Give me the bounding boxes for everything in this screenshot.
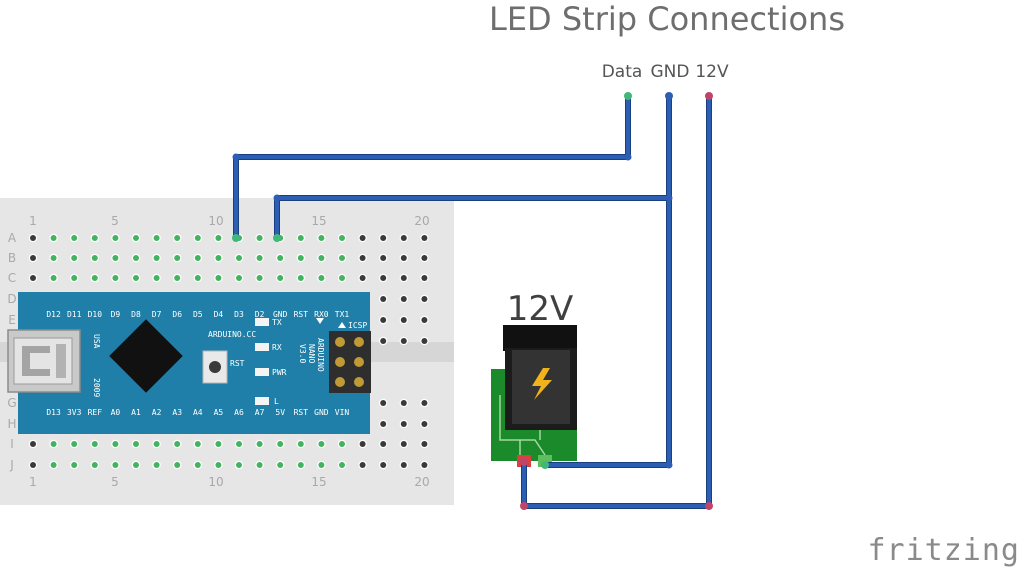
column-number: 20 [414, 214, 429, 228]
nano-top-pin-labels: D12 D11 D10 D9 D8 D7 D6 D5 D4 D3 D2 GND RST RX0 TX1 [46, 310, 349, 319]
row-letter: I [10, 437, 14, 451]
fritzing-logo: fritzing [868, 533, 1021, 568]
row-letter: D [7, 292, 16, 306]
column-number: 10 [208, 214, 223, 228]
wire-data [233, 96, 631, 238]
nano-pin-label: D11 [67, 310, 82, 319]
nano-pin-label: D5 [193, 310, 203, 319]
nano-pin-label: A3 [172, 408, 182, 417]
nano-pin-label: VIN [335, 408, 350, 417]
nano-pin-label: D4 [214, 310, 224, 319]
year-label: 2009 [92, 378, 101, 397]
column-number: 1 [29, 214, 37, 228]
breadboard-top-numbers: 1 5 10 15 20 [29, 214, 429, 228]
strip-label-12v: 12V [695, 62, 729, 82]
nano-pin-label: D2 [255, 310, 265, 319]
pwr-led [255, 368, 269, 376]
strip-label-gnd: GND [651, 62, 690, 82]
nano-pin-label: D13 [46, 408, 61, 417]
wire-12v [521, 96, 712, 509]
column-number: 15 [311, 214, 326, 228]
nano-pin-label: 5V [275, 408, 285, 417]
nano-pin-label: 3V3 [67, 408, 82, 417]
model-line: ARDUINO [316, 338, 325, 372]
l-led [255, 397, 269, 405]
column-number: 5 [111, 214, 119, 228]
breadboard-bottom-numbers: 1 5 10 15 20 [29, 475, 429, 489]
nano-bottom-pin-labels: D13 3V3 REF A0 A1 A2 A3 A4 A5 A6 A7 5V RST GND VIN [46, 408, 349, 417]
led-label: TX [272, 318, 282, 327]
led-label: L [274, 397, 279, 406]
strip-label-data: Data [602, 62, 643, 82]
nano-pin-label: A7 [255, 408, 265, 417]
reset-button [202, 350, 228, 384]
icsp-label: ICSP [348, 321, 367, 330]
nano-pin-label: RST [294, 310, 309, 319]
nano-pin-label: D6 [172, 310, 182, 319]
row-letter: C [8, 271, 16, 285]
nano-pin-label: A2 [152, 408, 162, 417]
row-letter: E [8, 313, 16, 327]
rst-label: RST [230, 359, 245, 368]
nano-pin-label: REF [88, 408, 103, 417]
lightning-icon [532, 368, 552, 400]
nano-pin-label: A1 [131, 408, 141, 417]
wires [232, 92, 713, 510]
column-number: 5 [111, 475, 119, 489]
diagram-title: LED Strip Connections [489, 0, 845, 38]
column-number: 20 [414, 475, 429, 489]
nano-pin-label: RX0 [314, 310, 329, 319]
nano-pin-label: A4 [193, 408, 203, 417]
column-number: 1 [29, 475, 37, 489]
data-terminal [624, 92, 632, 100]
power-label: 12V [507, 289, 574, 329]
nano-pin-label: GND [273, 310, 288, 319]
model-line: V3.0 [298, 344, 307, 363]
nano-pin-label: D12 [46, 310, 61, 319]
nano-pin-label: TX1 [335, 310, 350, 319]
column-number: 15 [311, 475, 326, 489]
row-letter: A [8, 231, 17, 245]
jack-body-top [503, 325, 577, 351]
dc-power-jack: 12V [491, 289, 577, 467]
led-label: PWR [272, 368, 287, 377]
nano-pin-label: A5 [214, 408, 224, 417]
nano-brand: ARDUINO.CC [208, 330, 256, 339]
gnd-terminal [665, 92, 673, 100]
nano-pin-label: D3 [234, 310, 244, 319]
row-letter: J [9, 458, 14, 472]
usa-label: USA [92, 334, 101, 349]
nano-pin-label: A6 [234, 408, 244, 417]
model-line: NANO [307, 344, 316, 363]
row-letter: G [7, 396, 16, 410]
nano-pin-label: RST [294, 408, 309, 417]
led-label: RX [272, 343, 282, 352]
v12-terminal [705, 92, 713, 100]
nano-pin-label: A0 [111, 408, 121, 417]
row-letter: H [7, 417, 16, 431]
row-letter: B [8, 251, 16, 265]
nano-pin-label: D9 [111, 310, 121, 319]
rx-led [255, 343, 269, 351]
column-number: 10 [208, 475, 223, 489]
tx-led [255, 318, 269, 326]
nano-pin-label: D7 [152, 310, 162, 319]
nano-pin-label: D8 [131, 310, 141, 319]
nano-pin-label: GND [314, 408, 329, 417]
arduino-nano: ARDUINO.CC RST TX RX PWR L ICSP USA 2009… [7, 292, 371, 434]
microcontroller-chip [109, 319, 183, 393]
nano-pin-label: D10 [88, 310, 103, 319]
